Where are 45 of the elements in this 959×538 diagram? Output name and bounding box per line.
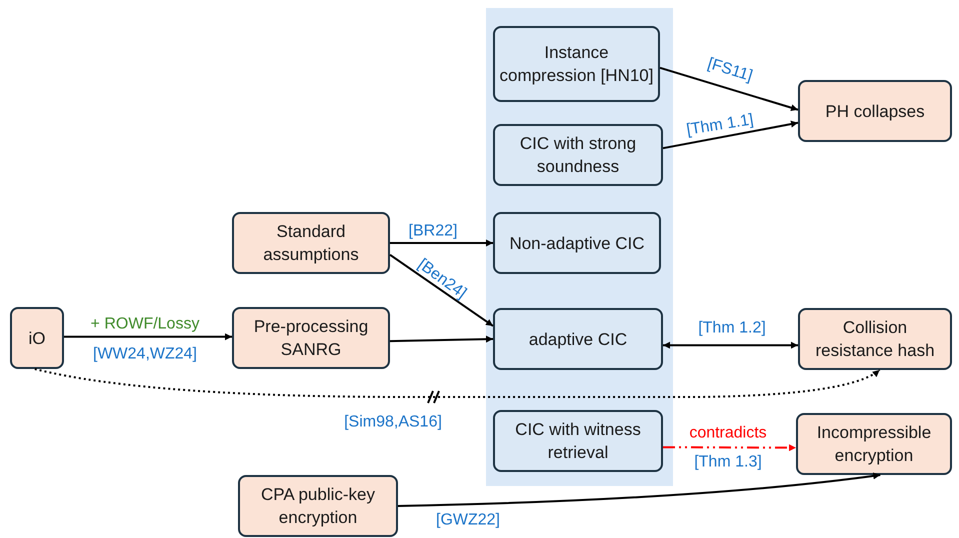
node-label: CIC with strong soundness xyxy=(518,133,638,178)
arrow xyxy=(34,368,880,398)
node-label: Non-adaptive CIC xyxy=(508,232,646,254)
node-label: CPA public-key encryption xyxy=(260,484,376,529)
node-label: CIC with witness retrieval xyxy=(514,419,642,464)
arrow xyxy=(389,254,494,327)
edge-label: [Sim98,AS16] xyxy=(344,412,442,432)
process-box xyxy=(493,26,660,102)
process-box xyxy=(798,308,952,370)
citation-label: [WW24,WZ24] xyxy=(93,344,197,364)
node-label: Standard assumptions xyxy=(262,221,360,266)
arrow xyxy=(390,336,494,343)
node-label: Instance compression [HN10] xyxy=(498,42,654,87)
process-box xyxy=(493,410,663,472)
process-box xyxy=(493,308,663,370)
node-label: adaptive CIC xyxy=(528,328,628,350)
edge-label: contradicts xyxy=(689,424,767,442)
edge-label: [GWZ22] xyxy=(436,510,500,530)
arrow xyxy=(662,120,798,150)
edge-label: [Thm 1.1] xyxy=(685,110,755,140)
node-label: Incompressible encryption xyxy=(816,422,932,467)
process-box xyxy=(493,212,661,274)
edge-label: + ROWF/Lossy xyxy=(90,314,200,334)
process-box xyxy=(232,212,390,274)
edge-label: [BR22] xyxy=(408,222,458,240)
node-label: PH collapses xyxy=(824,100,926,122)
edge-label: [FS11] xyxy=(705,54,755,86)
node-label: Collision resistance hash xyxy=(814,317,936,362)
arrow xyxy=(660,66,798,112)
citation-label: [Thm 1.3] xyxy=(694,452,762,472)
process-box xyxy=(796,413,952,475)
process-box xyxy=(232,307,390,369)
arrow xyxy=(64,333,232,340)
edge-label: [Thm 1.2] xyxy=(698,318,766,338)
process-box xyxy=(493,124,663,186)
group-band xyxy=(486,8,673,486)
process-box xyxy=(798,80,952,142)
arrow xyxy=(663,444,796,452)
process-box xyxy=(238,475,398,537)
node-label: Pre-processing SANRG xyxy=(252,316,370,361)
node-label: iO xyxy=(28,328,46,350)
process-box xyxy=(10,307,64,369)
arrow xyxy=(663,342,798,349)
arrow xyxy=(398,472,880,507)
arrow xyxy=(390,240,493,246)
